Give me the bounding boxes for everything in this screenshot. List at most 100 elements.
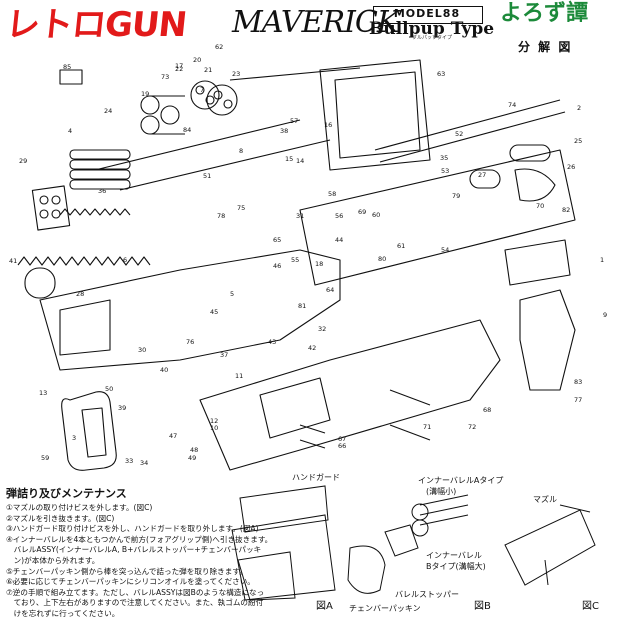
part-number-40: 40 <box>160 366 168 374</box>
maintenance-step: バレルASSY(インナーバレルA, B+バレルストッパー+チェンバーパッキ <box>6 545 262 555</box>
screw-66 <box>299 439 326 449</box>
part-number-20: 20 <box>193 56 201 64</box>
part-number-58: 58 <box>328 190 336 198</box>
part-number-8: 8 <box>239 147 243 155</box>
part-number-17: 17 <box>175 62 183 70</box>
part-number-3: 3 <box>72 434 76 442</box>
part-number-55: 55 <box>291 256 299 264</box>
rod-8 <box>119 139 331 191</box>
foregrip-9 <box>519 289 576 391</box>
fig-b-barrel-b-sub: Bタイプ(溝幅大) <box>426 562 486 571</box>
part-number-66: 66 <box>338 442 346 450</box>
maintenance-title: 弾詰り及びメンテナンス <box>6 487 127 500</box>
part-number-11: 11 <box>235 372 243 380</box>
model-box <box>373 6 483 24</box>
rod-57 <box>229 67 361 81</box>
part-number-22: 22 <box>175 65 183 73</box>
part-number-47: 47 <box>169 432 177 440</box>
maintenance-step: ⑤チェンバーパッキン側から棒を突っ込んで詰った弾を取り除きます。 <box>6 566 247 576</box>
part-number-84: 84 <box>183 126 191 134</box>
part-number-15: 15 <box>285 155 293 163</box>
corner-title: よろず譚 <box>500 0 589 26</box>
bullpup-type: Bullpup Type <box>369 19 495 39</box>
part-number-45: 45 <box>210 308 218 316</box>
maintenance-step: ②マズルを引き抜きます。(図C) <box>6 513 115 523</box>
fig-b-label: 図B <box>474 601 491 612</box>
maintenance-step: ③ハンドガード取り付けビスを外し、ハンドガードを取り外します。(図A) <box>6 524 259 534</box>
part-number-38: 38 <box>280 127 288 135</box>
part-number-25: 25 <box>574 137 582 145</box>
bullet-bundle-4 <box>69 149 131 190</box>
cylinder-disc-22 <box>190 80 220 110</box>
part-number-73: 73 <box>161 73 169 81</box>
part-number-37: 37 <box>220 351 228 359</box>
part-number-39: 39 <box>118 404 126 412</box>
part-number-74: 74 <box>508 101 516 109</box>
receiver-left-half <box>39 249 341 371</box>
part-number-57: 57 <box>290 117 298 125</box>
part-number-21: 21 <box>204 66 212 74</box>
part-number-18: 18 <box>315 260 323 268</box>
part-number-65: 65 <box>273 236 281 244</box>
part-number-59: 59 <box>41 454 49 462</box>
part-number-33: 33 <box>125 457 133 465</box>
part-number-2: 2 <box>577 104 581 112</box>
screw-67 <box>299 424 326 434</box>
fig-b-barrel-b-label: インナーバレル <box>426 551 482 560</box>
cylinder-disc-20 <box>206 84 238 116</box>
part-number-14: 14 <box>296 157 304 165</box>
part-number-54: 54 <box>441 246 449 254</box>
fig-b-packing-label: チェンバーパッキン <box>349 604 421 613</box>
part-number-10: 10 <box>210 424 218 432</box>
part-number-24: 24 <box>104 107 112 115</box>
bullpup-type-kana: ブルパップタイプ <box>412 35 453 41</box>
maintenance-step: ており、上下左右がありますので注意してください。また、執ゴムの紛付 <box>6 598 264 608</box>
part-28-cylinder <box>24 267 56 299</box>
model-name: MODEL88 <box>393 7 461 20</box>
lower-receiver-68 <box>199 319 501 471</box>
screw-68 <box>389 389 431 406</box>
part-number-52: 52 <box>455 130 463 138</box>
part-number-44: 44 <box>335 236 343 244</box>
part-number-72: 72 <box>468 423 476 431</box>
fig-b-barrels <box>411 494 469 537</box>
fig-b-stopper <box>384 524 419 557</box>
fig-b-stopper-label: バレルストッパー <box>395 590 459 599</box>
fig-c-label: 図C <box>582 601 599 612</box>
part-number-82: 82 <box>562 206 570 214</box>
outer-barrel-54 <box>299 149 576 286</box>
part-number-1: 1 <box>600 256 604 264</box>
maverick-logo: MAVERICK <box>232 5 399 40</box>
maintenance-step: ン)が本体から外れます。 <box>6 555 100 565</box>
part-number-83: 83 <box>574 378 582 386</box>
part-number-4: 4 <box>68 127 72 135</box>
part-number-36: 36 <box>98 187 106 195</box>
receiver-window <box>59 299 111 356</box>
fig-c-muzzle-label: マズル <box>533 495 557 504</box>
part-number-78: 78 <box>217 212 225 220</box>
part-number-75: 75 <box>237 204 245 212</box>
fig-a-handguard <box>239 485 329 533</box>
part-number-85: 85 <box>63 63 71 71</box>
part-number-56: 56 <box>335 212 343 220</box>
part-number-19: 19 <box>141 90 149 98</box>
part-number-labels: 1234567891011121314151617181920212223242… <box>9 43 607 467</box>
part-number-35: 35 <box>440 154 448 162</box>
maintenance-step: ①マズルの取り付けビスを外します。(図C) <box>6 503 153 512</box>
maintenance-steps: ①マズルの取り付けビスを外します。(図C)②マズルを引き抜きます。(図C)③ハン… <box>6 503 272 620</box>
part-27-cylinder <box>469 169 501 189</box>
part-number-16: 16 <box>324 121 332 129</box>
handguard-35 <box>319 59 431 171</box>
part-number-31: 31 <box>296 212 304 220</box>
part-number-70: 70 <box>536 202 544 210</box>
part-26-clamp <box>514 168 556 202</box>
barrel-52 <box>374 99 566 163</box>
part-25-cylinder <box>509 144 551 162</box>
diagram-subtitle: 分 解 図 <box>518 40 573 54</box>
part-number-12: 12 <box>210 417 218 425</box>
part-number-64: 64 <box>326 286 334 294</box>
part-number-71: 71 <box>423 423 431 431</box>
fig-b-packing <box>347 545 386 594</box>
